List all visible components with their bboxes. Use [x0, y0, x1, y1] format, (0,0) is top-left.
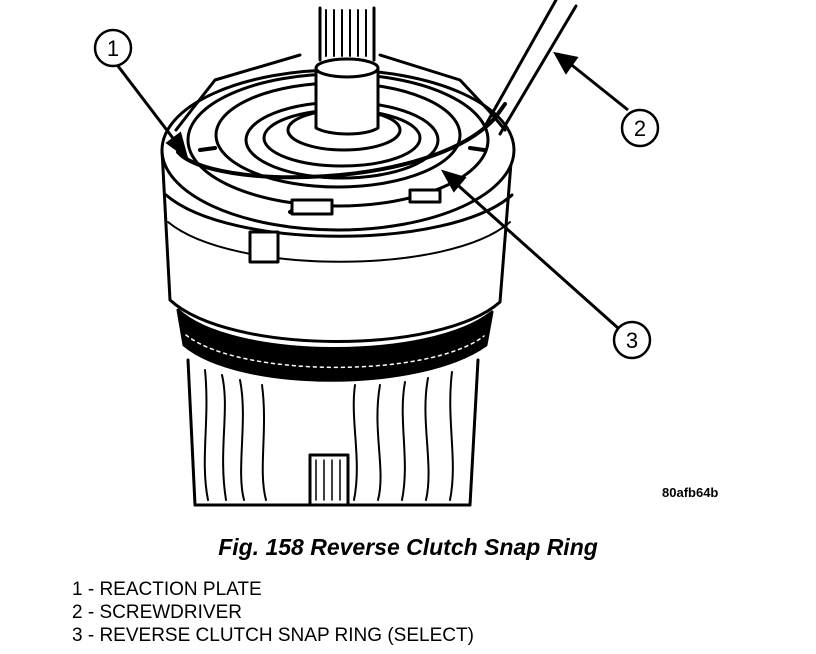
callouts: 1 2 3 — [93, 28, 660, 360]
legend-item-reaction-plate: 1 - REACTION PLATE — [72, 579, 262, 600]
figure-code: 80afb64b — [662, 485, 719, 500]
legend-item-snap-ring: 3 - REVERSE CLUTCH SNAP RING (SELECT) — [72, 625, 474, 646]
input-shaft — [314, 6, 380, 136]
callout-1-number: 1 — [107, 36, 119, 61]
legend-list: 1 - REACTION PLATE 2 - SCREWDRIVER 3 - R… — [72, 578, 474, 647]
clutch-illustration: 1 2 3 — [93, 0, 660, 507]
figure-caption: Fig. 158 Reverse Clutch Snap Ring — [218, 534, 598, 560]
clutch-housing-lower — [186, 358, 480, 507]
leader-3 — [451, 178, 619, 330]
screwdriver — [482, 0, 578, 136]
callout-leaders — [116, 51, 629, 330]
legend-item-screwdriver: 2 - SCREWDRIVER — [72, 602, 242, 623]
snap-ring — [176, 102, 507, 180]
leader-1-arrowhead — [165, 131, 189, 160]
leader-2 — [567, 60, 629, 112]
callout-2: 2 — [620, 108, 660, 148]
callout-3: 3 — [612, 320, 652, 360]
leader-2-arrowhead — [553, 51, 579, 75]
callout-3-number: 3 — [626, 328, 638, 353]
leader-1 — [116, 65, 184, 151]
callout-2-number: 2 — [634, 116, 646, 141]
callout-1: 1 — [93, 28, 133, 68]
clutch-gear-band — [176, 308, 494, 382]
leader-3-arrowhead — [440, 169, 467, 193]
